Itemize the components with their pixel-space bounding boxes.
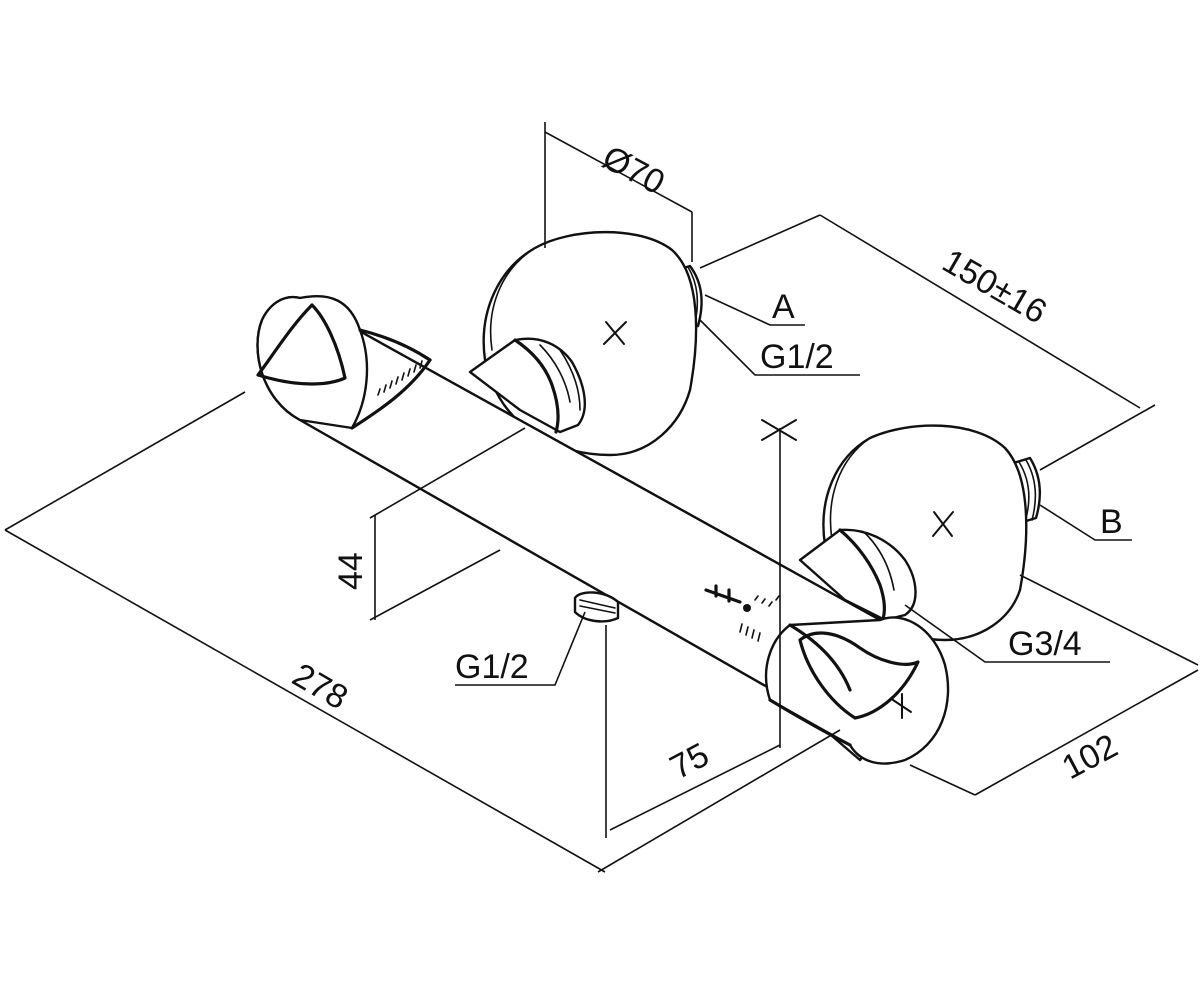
- back-hex-nut: [468, 337, 586, 434]
- label-b: B: [1100, 503, 1123, 541]
- length-label: 278: [286, 656, 354, 717]
- label-outlet-thread: G1/2: [455, 648, 529, 686]
- diameter-label: Ø70: [596, 139, 671, 203]
- leader-outlet-thread: G1/2: [455, 611, 586, 686]
- label-inlet-thread: G3/4: [1008, 625, 1082, 663]
- label-a-thread: G1/2: [760, 338, 834, 376]
- depth-label: 102: [1056, 727, 1124, 787]
- height-label: 44: [332, 552, 370, 590]
- leader-b: B: [1039, 503, 1132, 541]
- right-scale-marks: [704, 584, 780, 642]
- leader-a: A: [704, 288, 805, 326]
- mixer-body: [256, 294, 950, 765]
- front-hex-nut: [798, 528, 917, 624]
- label-a: A: [772, 288, 795, 326]
- right-handle: [764, 616, 950, 765]
- leader-inlet-thread: G3/4: [904, 604, 1110, 663]
- left-scale-marks: [377, 360, 423, 396]
- leader-a-thread: G1/2: [699, 319, 860, 376]
- offset-label: 75: [664, 736, 715, 787]
- bottom-outlet: [573, 591, 620, 623]
- center-axis: [761, 419, 797, 748]
- spacing-label: 150±16: [936, 242, 1053, 332]
- dimension-height: 44: [332, 427, 526, 621]
- left-handle: [256, 294, 432, 430]
